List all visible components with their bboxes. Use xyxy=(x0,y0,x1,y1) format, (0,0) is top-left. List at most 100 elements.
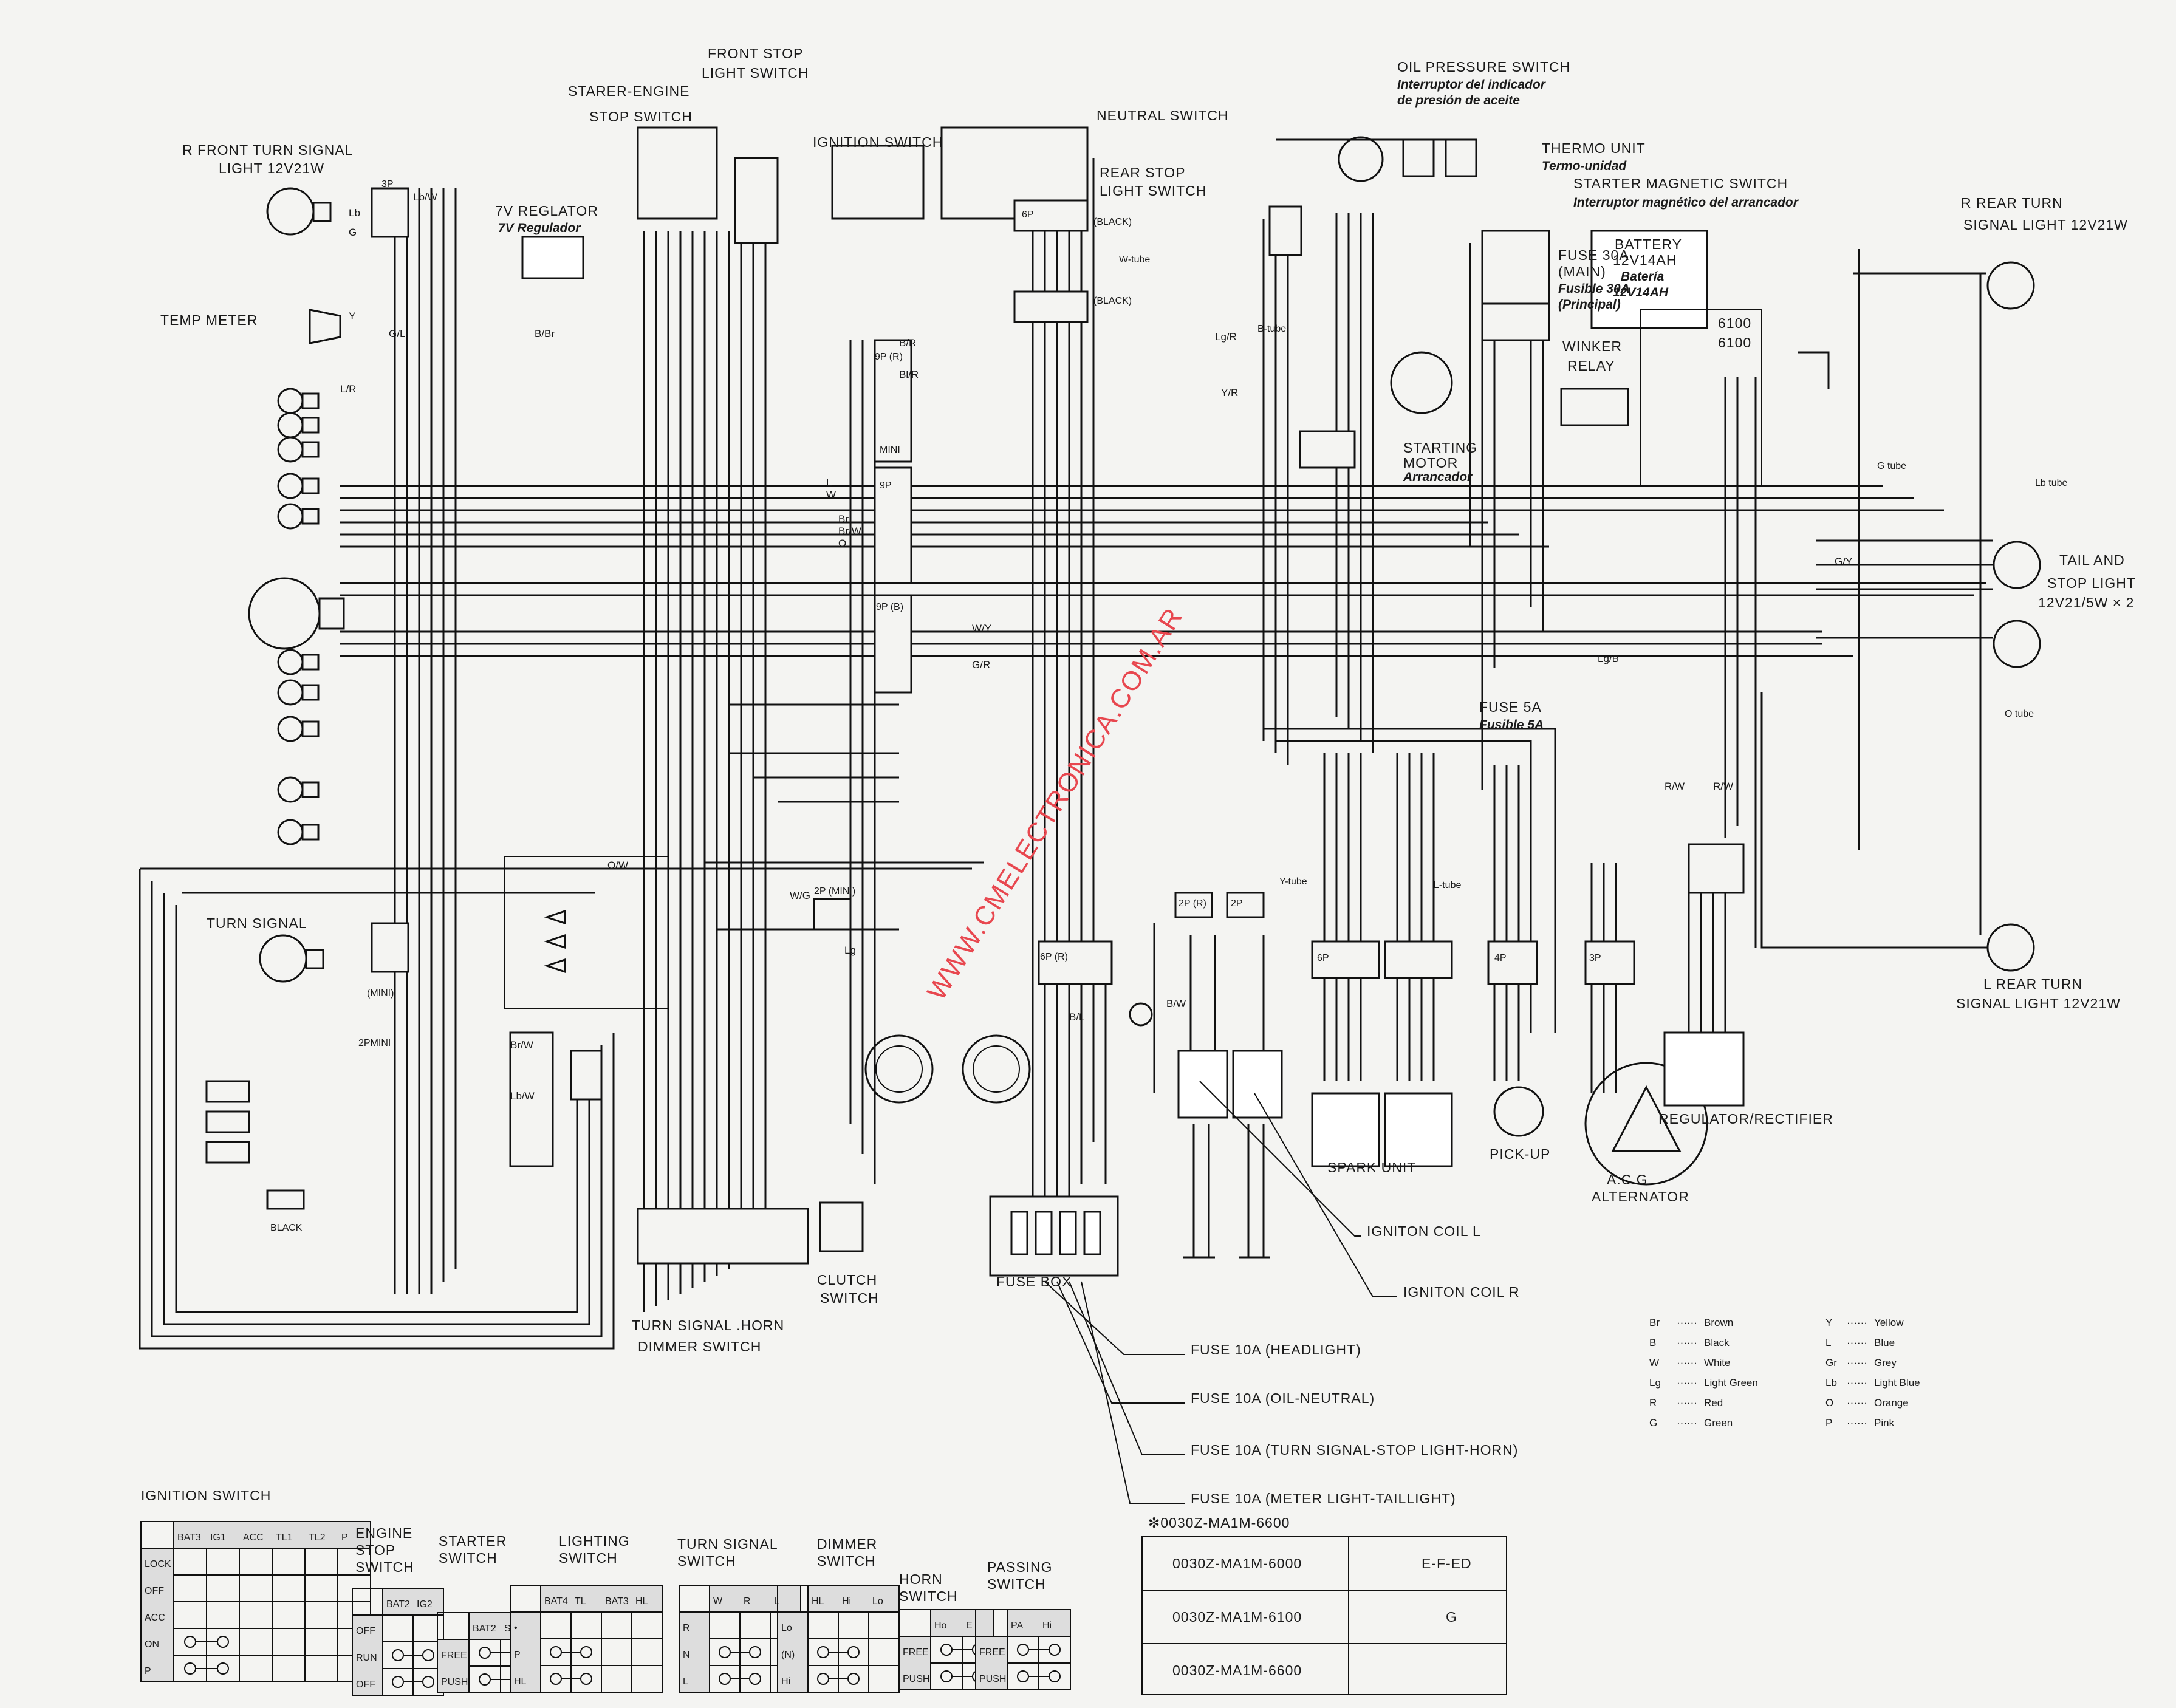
tail-stop-lamp-2 xyxy=(1993,620,2041,668)
connector-9p-left xyxy=(509,1031,554,1167)
wire-label: Lb/W xyxy=(413,191,437,203)
continuity-dot xyxy=(550,1673,562,1685)
switch-col-label: R xyxy=(744,1596,751,1607)
spark-units xyxy=(1311,843,1745,1186)
switch-row-label: • xyxy=(514,1623,518,1633)
alternator-coil xyxy=(1584,1062,1708,1186)
wire-label: Br/W xyxy=(838,525,861,537)
legend-dots: ······ xyxy=(1847,1357,1867,1368)
indicator-lamp-socket xyxy=(301,654,320,671)
legend-name: Brown xyxy=(1704,1317,1733,1328)
label-fuse-box: FUSE BOX xyxy=(996,1274,1072,1290)
indicator-lamp xyxy=(277,473,304,499)
wire-label: G/L xyxy=(389,328,405,340)
legend-name: Pink xyxy=(1874,1417,1895,1429)
main-harness xyxy=(139,158,1993,1350)
legend-code: P xyxy=(1825,1417,1832,1429)
label-tail-stop-3: 12V21/5W × 2 xyxy=(2038,595,2134,610)
label-starting-motor-1: STARTING xyxy=(1403,440,1477,456)
label-l-rear-turn-1: L REAR TURN xyxy=(1983,976,2082,992)
l-rear-turn-lamp xyxy=(1986,923,2035,972)
switch-table-title: LIGHTING xyxy=(559,1533,630,1549)
legend-name: Grey xyxy=(1874,1357,1897,1368)
label-ignition-switch: IGNITION SWITCH xyxy=(813,134,943,150)
label-battery-3: Batería xyxy=(1621,270,1665,284)
legend-dots: ······ xyxy=(1677,1357,1697,1368)
continuity-dot xyxy=(817,1646,829,1658)
indicator-lamp xyxy=(277,412,304,439)
switch-col-label: TL1 xyxy=(276,1532,293,1543)
7v-regulator-box xyxy=(521,236,584,279)
continuity-dot xyxy=(749,1673,761,1685)
label-r-front-turn-2: LIGHT 12V21W xyxy=(219,160,324,176)
label-r-rear-turn-1: R REAR TURN xyxy=(1961,195,2063,211)
legend-dots: ······ xyxy=(1677,1337,1697,1348)
horn-left xyxy=(864,1034,934,1104)
indicator-lamp-socket xyxy=(301,720,320,737)
wire-label: G/R xyxy=(972,659,990,671)
connector-label: 2P xyxy=(1231,898,1243,909)
front-small-box xyxy=(1268,205,1302,256)
connector-label: 2P (R) xyxy=(1179,898,1206,909)
connector-label: 3P xyxy=(1589,953,1601,963)
legend-name: White xyxy=(1704,1357,1730,1368)
switch-col-label: Hi xyxy=(1042,1621,1052,1631)
label-fuse-turn: FUSE 10A (TURN SIGNAL-STOP LIGHT-HORN) xyxy=(1191,1442,1518,1458)
model-table: ✻0030Z-MA1M-6600 0030Z-MA1M-6000 E-F-ED … xyxy=(1141,1515,1507,1695)
continuity-dot xyxy=(719,1673,731,1685)
indicator-lamp-socket xyxy=(301,417,320,434)
switch-row-label: FREE xyxy=(979,1647,1005,1658)
fuse-lamp-2 xyxy=(205,1110,250,1133)
label-alternator-1: A.C.G xyxy=(1607,1172,1648,1187)
legend-name: Black xyxy=(1704,1337,1730,1348)
label-fuse-meter: FUSE 10A (METER LIGHT-TAILLIGHT) xyxy=(1191,1491,1456,1506)
switch-table-title: PASSING xyxy=(987,1559,1053,1575)
label-thermo-2: Termo-unidad xyxy=(1542,159,1627,173)
switch-col-label: PA xyxy=(1011,1621,1023,1631)
switch-col-label: IG2 xyxy=(417,1599,433,1610)
wire-label: Lb/W xyxy=(510,1090,535,1102)
label-starting-motor-3: Arrancador xyxy=(1403,470,1473,484)
wire-label: Bl/R xyxy=(899,369,919,380)
legend-dots: ······ xyxy=(1677,1417,1697,1429)
switch-col-label: BAT3 xyxy=(605,1596,629,1607)
continuity-dot xyxy=(580,1673,592,1685)
spark-unit-l xyxy=(1311,1092,1380,1167)
label-7v-regulator-1: 7V REGLATOR xyxy=(495,203,598,219)
color-legend: Br······BrownB······BlackW······WhiteLg·… xyxy=(1649,1317,1920,1429)
label-winker-1: WINKER xyxy=(1562,338,1622,354)
connector-3p-r xyxy=(371,187,409,238)
connector-label: 6P xyxy=(1022,210,1034,220)
label-rear-stop-1: REAR STOP xyxy=(1100,165,1186,180)
center-connectors xyxy=(504,126,1113,1265)
indicator-lamp-socket xyxy=(301,392,320,409)
label-temp-meter: TEMP METER xyxy=(160,312,258,328)
connector-3p-l xyxy=(371,922,409,973)
wire-label: O xyxy=(838,538,846,549)
label-winker-2: RELAY xyxy=(1567,358,1615,374)
label-fuse30-1: FUSE 30A xyxy=(1558,247,1629,263)
switch-table-title: SWITCH xyxy=(677,1553,736,1569)
legend-name: Green xyxy=(1704,1417,1733,1429)
pickup-coil xyxy=(1493,1086,1544,1137)
switch-col-label: BAT2 xyxy=(386,1599,410,1610)
label-6100-1: 6100 xyxy=(1718,315,1751,331)
switch-row-label: L xyxy=(683,1676,688,1687)
indicator-lamps xyxy=(277,388,320,845)
legend-code: Lg xyxy=(1649,1377,1661,1389)
switch-col-label: Lo xyxy=(872,1596,883,1607)
switch-row-label: PUSH xyxy=(441,1677,468,1687)
indicator-lamp xyxy=(277,776,304,803)
wire-label: O/W xyxy=(607,859,628,871)
label-battery-1: BATTERY xyxy=(1615,236,1682,252)
label-ign-coil-l: IGNITON COIL L xyxy=(1367,1223,1481,1239)
label-fuse-headlight: FUSE 10A (HEADLIGHT) xyxy=(1191,1342,1361,1358)
connector-6p-black-2 xyxy=(1013,290,1089,323)
switch-row-label: PUSH xyxy=(903,1674,929,1684)
switch-table-title: ENGINE xyxy=(355,1525,412,1541)
switch-table-title: SWITCH xyxy=(899,1588,958,1604)
legend-code: G xyxy=(1649,1417,1657,1429)
ignition-switch-table-title: IGNITION SWITCH xyxy=(141,1488,271,1503)
